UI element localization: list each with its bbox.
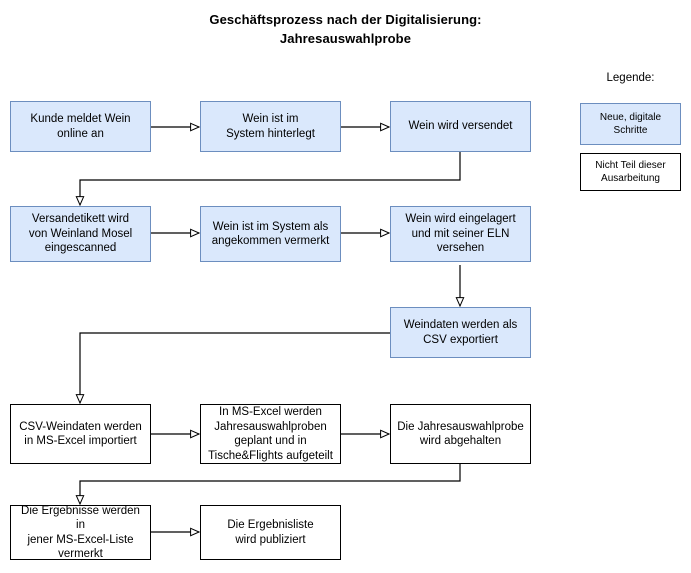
node-line: Die Jahresauswahlprobe [397, 420, 524, 433]
legend-item-label: Neue, digitale Schritte [599, 112, 662, 136]
node-wein-wird-versendet[interactable]: Wein wird versendet [390, 101, 531, 152]
title-line-1: Geschäftsprozess nach der Digitalisierun… [209, 12, 482, 27]
node-jahresauswahlproben-geplant[interactable]: In MS-Excel werden Jahresauswahlproben g… [200, 404, 341, 464]
title-line-2: Jahresauswahlprobe [279, 31, 412, 46]
node-line: von Weinland Mosel [28, 227, 133, 240]
node-line: Versandetikett wird [31, 213, 130, 226]
page-title: Geschäftsprozess nach der Digitalisierun… [0, 10, 691, 48]
node-line: und mit seiner ELN [411, 227, 510, 240]
node-line: jener MS-Excel-Liste [27, 533, 134, 546]
node-line: CSV exportiert [423, 333, 498, 346]
node-line: System hinterlegt [226, 127, 315, 140]
node-wein-eingelagert-mit-eln[interactable]: Wein wird eingelagert und mit seiner ELN… [390, 206, 531, 262]
edge-n7-n8 [80, 332, 390, 403]
node-line: vermerkt [58, 548, 103, 560]
node-wein-im-system-angekommen-vermerkt[interactable]: Wein ist im System als angekommen vermer… [200, 206, 341, 262]
node-line: CSV-Weindaten werden [19, 420, 142, 433]
node-jahresauswahlprobe-abgehalten[interactable]: Die Jahresauswahlprobe wird abgehalten [390, 404, 531, 464]
edge-n3-n4 [80, 152, 461, 205]
node-line: Wein wird versendet [408, 120, 513, 133]
node-ergebnisse-in-excel-liste-vermerkt[interactable]: Die Ergebnisse werden in jener MS-Excel-… [10, 505, 151, 560]
node-line: Wein ist im System als [212, 220, 329, 233]
node-line: Tische&Flights aufgeteilt [208, 449, 333, 462]
node-line: angekommen vermerkt [211, 235, 330, 247]
edge-n10-n11 [80, 464, 461, 504]
node-line: versehen [436, 242, 485, 255]
node-line: Die Ergebnisliste [227, 519, 314, 531]
node-line: online an [57, 127, 104, 140]
node-ergebnisliste-publiziert[interactable]: Die Ergebnisliste wird publiziert [200, 505, 341, 560]
legend-item-label: Nicht Teil dieser Ausarbeitung [595, 160, 666, 184]
node-line: Jahresauswahlproben [214, 420, 327, 433]
node-line: Weindaten werden als [403, 319, 518, 331]
legend-heading: Legende: [606, 72, 655, 84]
node-line: wird abgehalten [419, 435, 502, 447]
node-line: Wein wird eingelagert [405, 213, 516, 226]
node-versandetikett-eingescanned[interactable]: Versandetikett wird von Weinland Mosel e… [10, 206, 151, 262]
node-line: Die Ergebnisse werden in [21, 504, 140, 532]
node-line: Kunde meldet Wein [30, 113, 131, 125]
node-kunde-meldet-wein-online-an[interactable]: Kunde meldet Wein online an [10, 101, 151, 152]
legend-item-new-digital-steps: Neue, digitale Schritte [580, 103, 681, 145]
node-line: geplant und in [234, 435, 307, 447]
node-csv-weindaten-importiert[interactable]: CSV-Weindaten werden in MS-Excel importi… [10, 404, 151, 464]
node-line: in MS-Excel importiert [24, 435, 137, 447]
legend-item-out-of-scope: Nicht Teil dieser Ausarbeitung [580, 153, 681, 191]
node-line: eingescanned [44, 242, 117, 255]
node-wein-ist-im-system-hinterlegt[interactable]: Wein ist im System hinterlegt [200, 101, 341, 152]
node-weindaten-csv-exportiert[interactable]: Weindaten werden als CSV exportiert [390, 307, 531, 358]
node-line: wird publiziert [235, 533, 306, 546]
node-line: In MS-Excel werden [219, 406, 322, 418]
node-line: Wein ist im [242, 113, 299, 125]
